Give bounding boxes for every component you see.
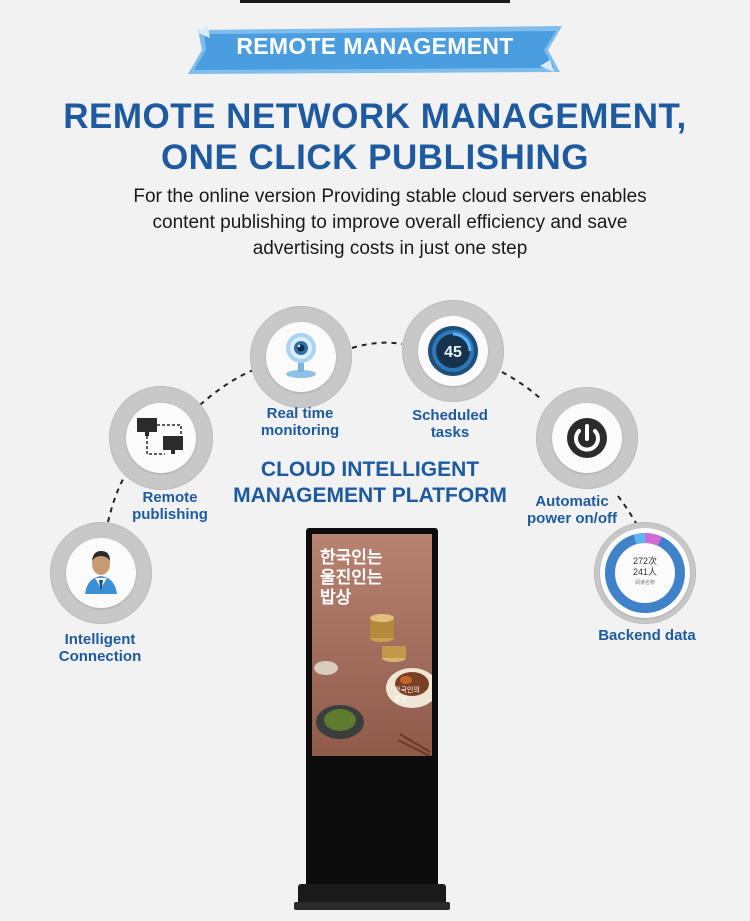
backend-data-circle: 272次 241人 阅读名称 xyxy=(594,522,696,624)
network-computers-icon xyxy=(137,418,183,455)
timer-value: 45 xyxy=(444,344,462,361)
intelligent-connection-line-1: Intelligent xyxy=(64,631,136,648)
backend-caption: 阅读名称 xyxy=(634,580,655,586)
banner-label: REMOTE MANAGEMENT xyxy=(236,33,514,59)
headline-line-1: REMOTE NETWORK MANAGEMENT, xyxy=(63,97,687,136)
intelligent-connection-line-2: Connection xyxy=(58,648,142,665)
remote-management-banner: REMOTE MANAGEMENT xyxy=(188,22,562,76)
real-time-monitoring-circle xyxy=(250,306,352,408)
kiosk-screen: 한국인는 울진인는 밥상 한국인의 밥상 xyxy=(312,534,432,756)
digital-signage-kiosk: 한국인는 울진인는 밥상 한국인의 밥상 xyxy=(294,528,450,910)
subtitle-line-3: advertising costs in just one step xyxy=(252,238,528,259)
screen-food-photo xyxy=(312,534,432,756)
remote-publishing-label: Remote publishing xyxy=(100,489,240,523)
subtitle-line-2: content publishing to improve overall ef… xyxy=(152,212,628,233)
kiosk-body: 한국인는 울진인는 밥상 한국인의 밥상 xyxy=(306,528,438,890)
timer-icon: 45 xyxy=(428,326,478,376)
scheduled-tasks-line-2: tasks xyxy=(430,424,470,441)
screen-side-line-2: 밥상 xyxy=(394,696,407,703)
real-time-monitoring-line-2: monitoring xyxy=(260,422,340,439)
platform-title-line-2: MANAGEMENT PLATFORM xyxy=(233,484,507,507)
scheduled-tasks-line-1: Scheduled xyxy=(412,407,488,424)
user-icon xyxy=(85,551,117,594)
scheduled-tasks-label: Scheduled tasks xyxy=(380,407,520,441)
banner-ribbon-shape xyxy=(188,26,562,74)
power-line-2: power on/off xyxy=(527,510,617,527)
remote-publishing-disc xyxy=(126,403,196,473)
intelligent-connection-label: Intelligent Connection xyxy=(30,631,170,665)
power-circle xyxy=(536,387,638,489)
real-time-monitoring-line-1: Real time xyxy=(266,405,334,422)
screen-headline-3: 밥상 xyxy=(320,588,352,607)
real-time-monitoring-label: Real time monitoring xyxy=(230,405,370,439)
headline-line-2: ONE CLICK PUBLISHING xyxy=(160,138,590,177)
remote-publishing-line-2: publishing xyxy=(132,506,208,523)
platform-title: CLOUD INTELLIGENT MANAGEMENT PLATFORM xyxy=(210,457,530,509)
subtitle-line-1: For the online version Providing stable … xyxy=(133,186,647,207)
power-label: Automatic power on/off xyxy=(502,493,642,527)
scheduled-tasks-circle: 45 xyxy=(402,300,504,402)
power-line-1: Automatic xyxy=(535,493,609,510)
screen-side-line-1: 한국인의 xyxy=(394,687,420,694)
webcam-icon xyxy=(286,333,316,378)
backend-data-label: Backend data xyxy=(598,627,696,644)
intelligent-connection-circle xyxy=(50,522,152,624)
backend-value-2: 241人 xyxy=(632,567,658,577)
backend-value-1: 272次 xyxy=(632,556,658,566)
screen-headline-2: 울진인는 xyxy=(320,568,383,587)
subtitle: For the online version Providing stable … xyxy=(95,184,685,262)
remote-publishing-circle xyxy=(109,386,213,490)
screen-side-text: 한국인의 밥상 xyxy=(394,686,420,704)
kiosk-foot xyxy=(294,902,450,910)
remote-publishing-line-1: Remote xyxy=(142,489,198,506)
screen-headline-1: 한국인는 xyxy=(320,548,383,567)
top-edge-bar xyxy=(240,0,510,3)
power-icon xyxy=(567,418,607,458)
platform-title-line-1: CLOUD INTELLIGENT xyxy=(260,458,480,481)
donut-chart-icon xyxy=(605,533,685,613)
